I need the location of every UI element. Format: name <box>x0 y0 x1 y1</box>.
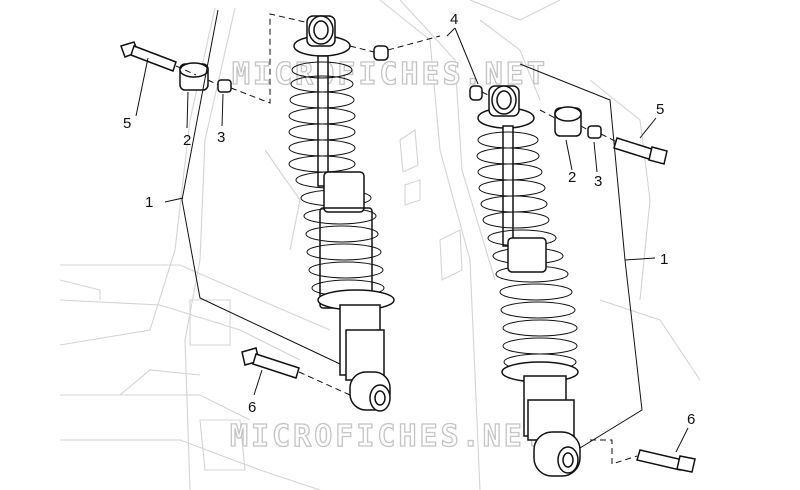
left-shock-absorber <box>288 15 395 412</box>
right-bushing <box>554 106 582 137</box>
callout-left-2: 2 <box>183 132 191 149</box>
left-top-bolt <box>120 41 177 72</box>
watermark-bottom: MICROFICHES.NET <box>230 419 546 454</box>
callout-right-6: 6 <box>687 411 695 428</box>
top-spacer-a <box>373 45 389 61</box>
left-spacer <box>217 79 232 93</box>
left-lower-bolt <box>241 347 300 379</box>
right-spacer <box>587 125 602 139</box>
callout-left-5: 5 <box>123 115 131 132</box>
right-top-bolt <box>613 137 668 165</box>
callout-left-1: 1 <box>145 194 153 211</box>
top-spacer-b <box>469 85 483 101</box>
left-bushing <box>179 62 209 91</box>
callout-right-5: 5 <box>656 101 664 118</box>
leader-lines <box>135 9 689 453</box>
right-lower-bolt <box>636 449 696 473</box>
callout-4: 4 <box>450 11 458 28</box>
right-shock-absorber <box>476 85 581 477</box>
frame-background <box>59 0 701 490</box>
callout-left-3: 3 <box>217 129 225 146</box>
callout-left-6: 6 <box>248 399 256 416</box>
assembly-lines <box>175 13 638 465</box>
callout-right-2: 2 <box>568 169 576 186</box>
callout-right-3: 3 <box>594 173 602 190</box>
callout-right-1: 1 <box>660 251 668 268</box>
